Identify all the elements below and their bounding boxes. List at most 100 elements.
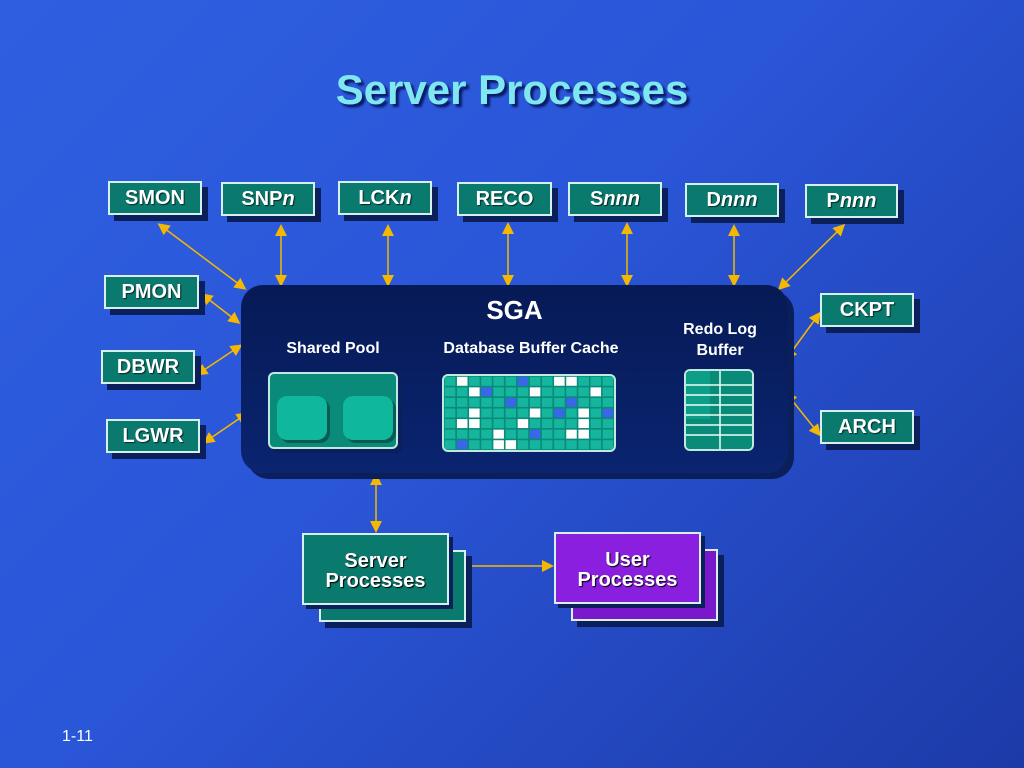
user-processes-line2: Processes (577, 569, 678, 591)
buffer-cache-cell (456, 397, 468, 407)
buffer-cache-cell (541, 376, 553, 386)
arrow-pnnn (777, 223, 846, 291)
buffer-cache-cell (469, 419, 480, 429)
buffer-cache-cell (517, 419, 529, 429)
buffer-cache-cell (529, 387, 541, 397)
dbwr-label: DBWR (116, 356, 180, 378)
redo-log-buffer (684, 369, 754, 451)
buffer-cache-cell (566, 429, 577, 439)
smon-label: SMON (125, 187, 185, 209)
buffer-cache-cell (541, 408, 553, 418)
snnn-suffix: nnn (603, 188, 640, 210)
user-processes-line1: User (605, 549, 650, 571)
pmon-box: PMON (104, 275, 199, 309)
buffer-cache-cell (505, 429, 517, 439)
buffer-cache-cell (493, 429, 504, 439)
buffer-cache-cell (554, 429, 565, 439)
buffer-cache-cell (456, 376, 468, 386)
buffer-cache-cell (566, 419, 577, 429)
buffer-cache-cell (517, 376, 529, 386)
smon-box: SMON (108, 181, 202, 215)
buffer-cache-cell (517, 408, 529, 418)
buffer-cache-cell (541, 419, 553, 429)
buffer-cache-cell (444, 419, 456, 429)
redo-log-lines (686, 371, 752, 449)
buffer-cache-cell (578, 408, 589, 418)
buffer-cache-cell (602, 419, 614, 429)
dbwr-box: DBWR (101, 350, 195, 384)
buffer-cache-cell (529, 419, 541, 429)
pnnn-label: P (826, 190, 840, 212)
pmon-label: PMON (121, 281, 182, 303)
lgwr-box: LGWR (106, 419, 200, 453)
buffer-cache-cell (517, 397, 529, 407)
slide-title: Server Processes (335, 66, 689, 113)
buffer-cache-cell (505, 387, 517, 397)
buffer-cache-cell (602, 376, 614, 386)
buffer-cache-cell (578, 397, 589, 407)
lckn-label: LCK (358, 187, 400, 209)
buffer-cache-cell (493, 419, 504, 429)
buffer-cache-cell (481, 440, 492, 450)
buffer-cache-cell (566, 440, 577, 450)
redo-log-label-line2: Buffer (696, 342, 744, 359)
buffer-cache-cell (554, 419, 565, 429)
buffer-cache-cell (469, 387, 480, 397)
buffer-cache-cell (541, 440, 553, 450)
arrow-smon (157, 223, 247, 290)
buffer-cache-cell (469, 429, 480, 439)
buffer-cache-cell (505, 408, 517, 418)
buffer-cache-cell (444, 387, 456, 397)
buffer-cache-cell (590, 397, 602, 407)
buffer-cache-cell (505, 440, 517, 450)
dnnn-label: D (706, 189, 721, 211)
buffer-cache-cell (469, 408, 480, 418)
buffer-cache-cell (566, 387, 577, 397)
buffer-cache-cell (456, 440, 468, 450)
buffer-cache-cell (493, 408, 504, 418)
buffer-cache-cell (517, 387, 529, 397)
snpn-label: SNP (241, 188, 283, 210)
buffer-cache-cell (529, 440, 541, 450)
dnnn-box: Dnnn (685, 183, 779, 217)
buffer-cache-cell (554, 408, 565, 418)
buffer-cache-cell (578, 387, 589, 397)
page-number: 1-11 (62, 728, 93, 745)
buffer-cache-cell (493, 376, 504, 386)
lgwr-label: LGWR (122, 425, 184, 447)
buffer-cache-cell (541, 397, 553, 407)
buffer-cache-cell (517, 440, 529, 450)
buffer-cache-cell (481, 408, 492, 418)
shared-pool-cell-2 (343, 396, 393, 440)
arrow-dbwr (195, 344, 243, 376)
buffer-cache-cell (602, 387, 614, 397)
buffer-cache-cell (590, 376, 602, 386)
buffer-cache-cell (529, 429, 541, 439)
arrow-ckpt (785, 311, 821, 361)
buffer-cache-cell (456, 419, 468, 429)
buffer-cache-cell (602, 408, 614, 418)
server-processes-line2: Processes (325, 570, 426, 592)
buffer-cache-cell (554, 387, 565, 397)
snpn-box: SNPn (221, 182, 315, 216)
buffer-cache-cell (602, 429, 614, 439)
buffer-cache-cell (541, 387, 553, 397)
buffer-cache-cell (469, 440, 480, 450)
dnnn-suffix: nnn (720, 189, 758, 211)
buffer-cache-grid-svg (444, 376, 614, 450)
buffer-cache-cell (517, 429, 529, 439)
buffer-cache-cell (566, 408, 577, 418)
buffer-cache-cell (481, 419, 492, 429)
redo-log-label-line1: Redo Log (683, 321, 757, 338)
buffer-cache-cell (481, 387, 492, 397)
buffer-cache-cell (444, 440, 456, 450)
buffer-cache-cell (578, 429, 589, 439)
buffer-cache-cell (456, 387, 468, 397)
buffer-cache-cell (469, 397, 480, 407)
arrow-arch (785, 391, 821, 437)
lckn-box: LCKn (338, 181, 432, 215)
buffer-cache-cell (529, 408, 541, 418)
buffer-cache-cell (590, 419, 602, 429)
buffer-cache-cell (566, 397, 577, 407)
